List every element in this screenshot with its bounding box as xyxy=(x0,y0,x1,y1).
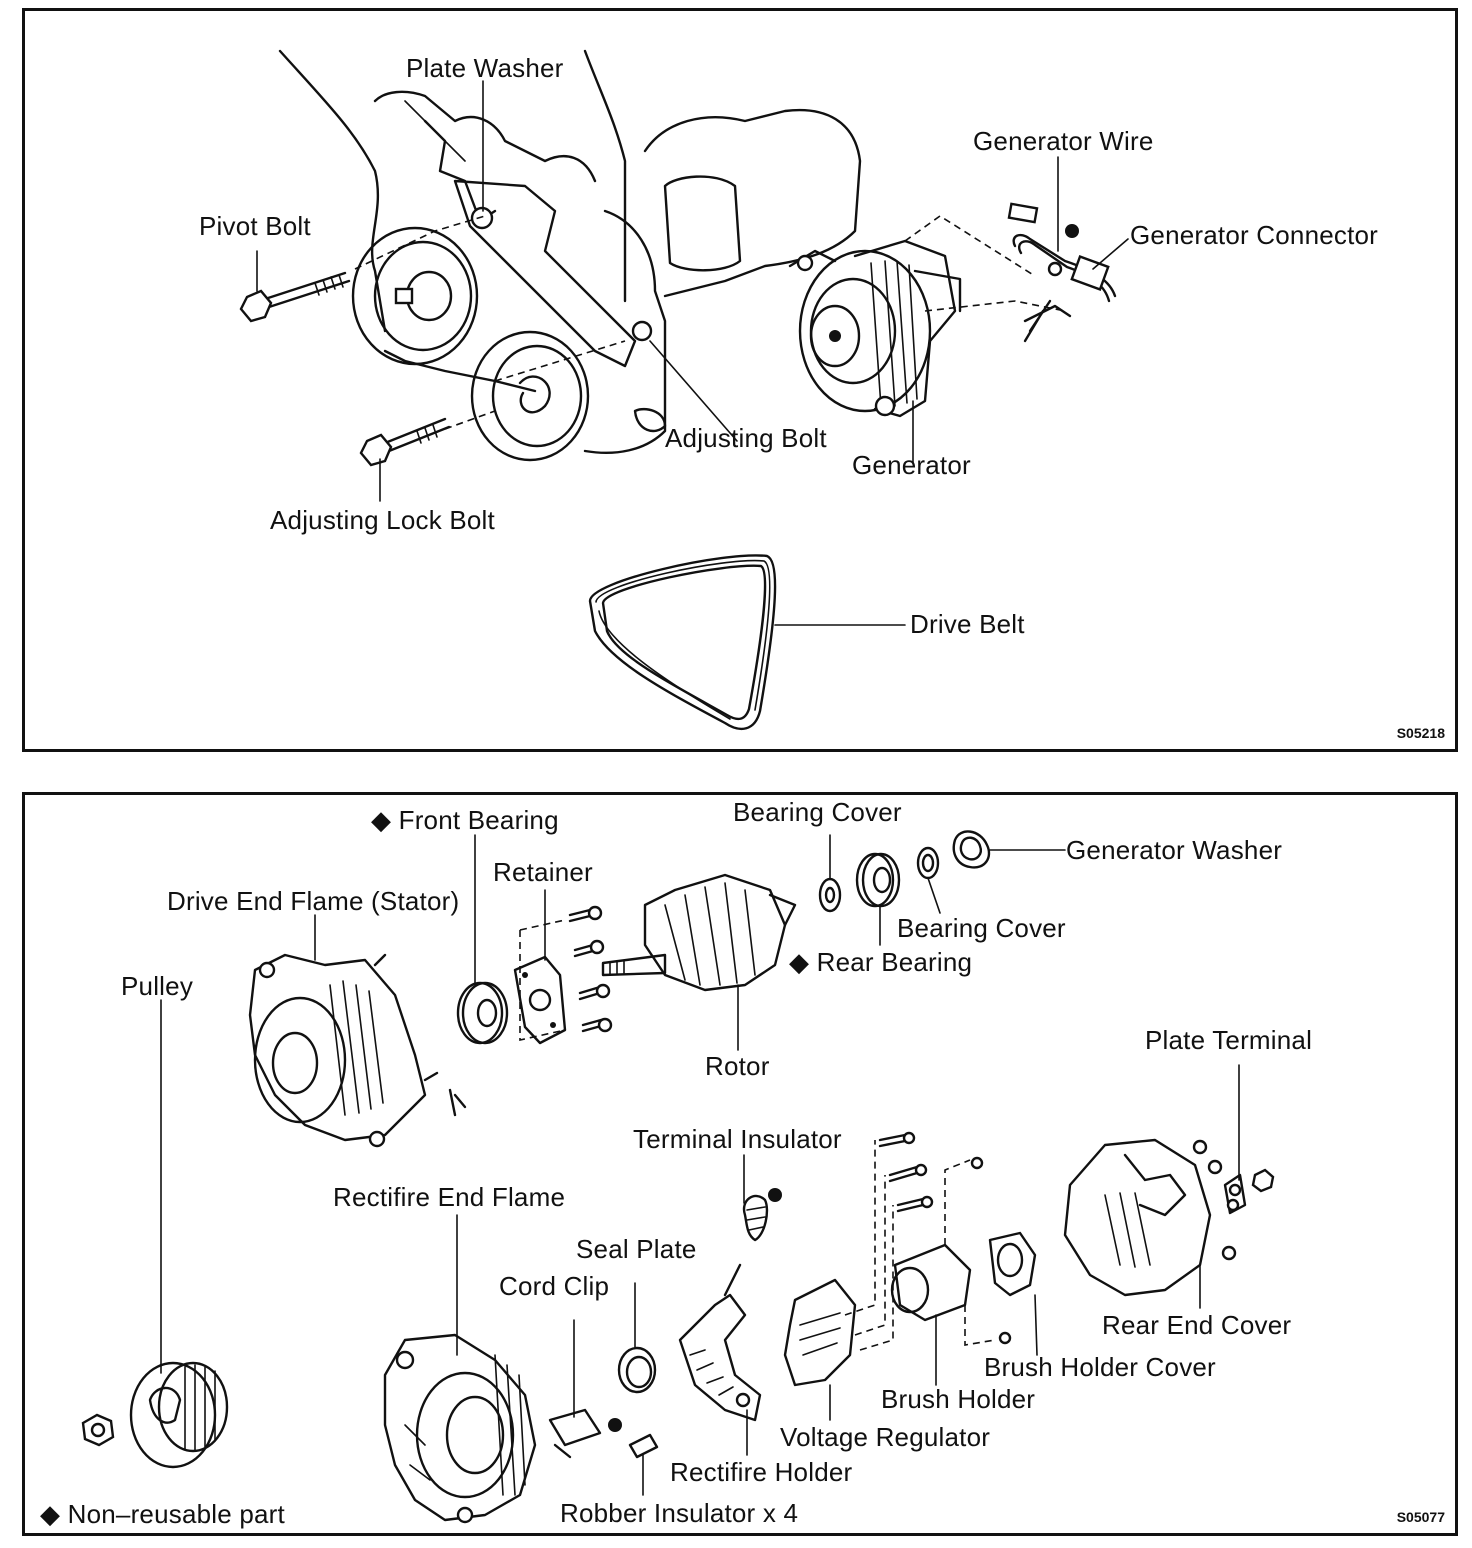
label-generator-wire: Generator Wire xyxy=(973,126,1154,156)
label-generator-washer: Generator Washer xyxy=(1066,835,1283,865)
label-adjusting-lock-bolt: Adjusting Lock Bolt xyxy=(270,505,495,535)
label-generator-connector: Generator Connector xyxy=(1130,220,1379,250)
label-plate-washer: Plate Washer xyxy=(406,53,564,83)
label-pivot-bolt: Pivot Bolt xyxy=(199,211,311,241)
engine-mount-diagram-panel: Plate Washer Pivot Bolt Generator Wire G… xyxy=(22,8,1458,752)
label-rectifire-holder: Rectifire Holder xyxy=(670,1457,853,1487)
label-rectifire-end-flame: Rectifire End Flame xyxy=(333,1182,566,1212)
figure-code-bottom: S05077 xyxy=(1396,1509,1445,1525)
label-pulley: Pulley xyxy=(121,971,194,1001)
label-retainer: Retainer xyxy=(493,857,593,887)
label-drive-end-flame: Drive End Flame (Stator) xyxy=(167,886,460,916)
label-plate-terminal: Plate Terminal xyxy=(1145,1025,1313,1055)
label-brush-holder: Brush Holder xyxy=(881,1384,1036,1414)
label-rotor: Rotor xyxy=(705,1051,770,1081)
label-drive-belt: Drive Belt xyxy=(910,609,1025,639)
label-rear-end-cover: Rear End Cover xyxy=(1102,1310,1292,1340)
engine-mount-illustration xyxy=(239,49,1129,731)
label-robber-insulator: Robber Insulator x 4 xyxy=(560,1498,799,1528)
label-brush-holder-cover: Brush Holder Cover xyxy=(984,1352,1216,1382)
legend-non-reusable: ◆ Non–reusable part xyxy=(40,1499,285,1529)
label-rear-bearing: ◆ Rear Bearing xyxy=(789,947,973,977)
label-terminal-insulator: Terminal Insulator xyxy=(633,1124,842,1154)
generator-exploded-view-panel: ◆ Front Bearing Bearing Cover Generator … xyxy=(22,792,1458,1536)
label-voltage-regulator: Voltage Regulator xyxy=(780,1422,991,1452)
label-seal-plate: Seal Plate xyxy=(576,1234,697,1264)
figure-code-top: S05218 xyxy=(1396,725,1445,741)
label-bearing-cover-top: Bearing Cover xyxy=(733,797,902,827)
label-bearing-cover-mid: Bearing Cover xyxy=(897,913,1066,943)
label-generator: Generator xyxy=(852,450,971,480)
generator-exploded-illustration xyxy=(81,830,1275,1524)
label-front-bearing: ◆ Front Bearing xyxy=(371,805,559,835)
label-cord-clip: Cord Clip xyxy=(499,1271,610,1301)
label-adjusting-bolt: Adjusting Bolt xyxy=(665,423,827,453)
